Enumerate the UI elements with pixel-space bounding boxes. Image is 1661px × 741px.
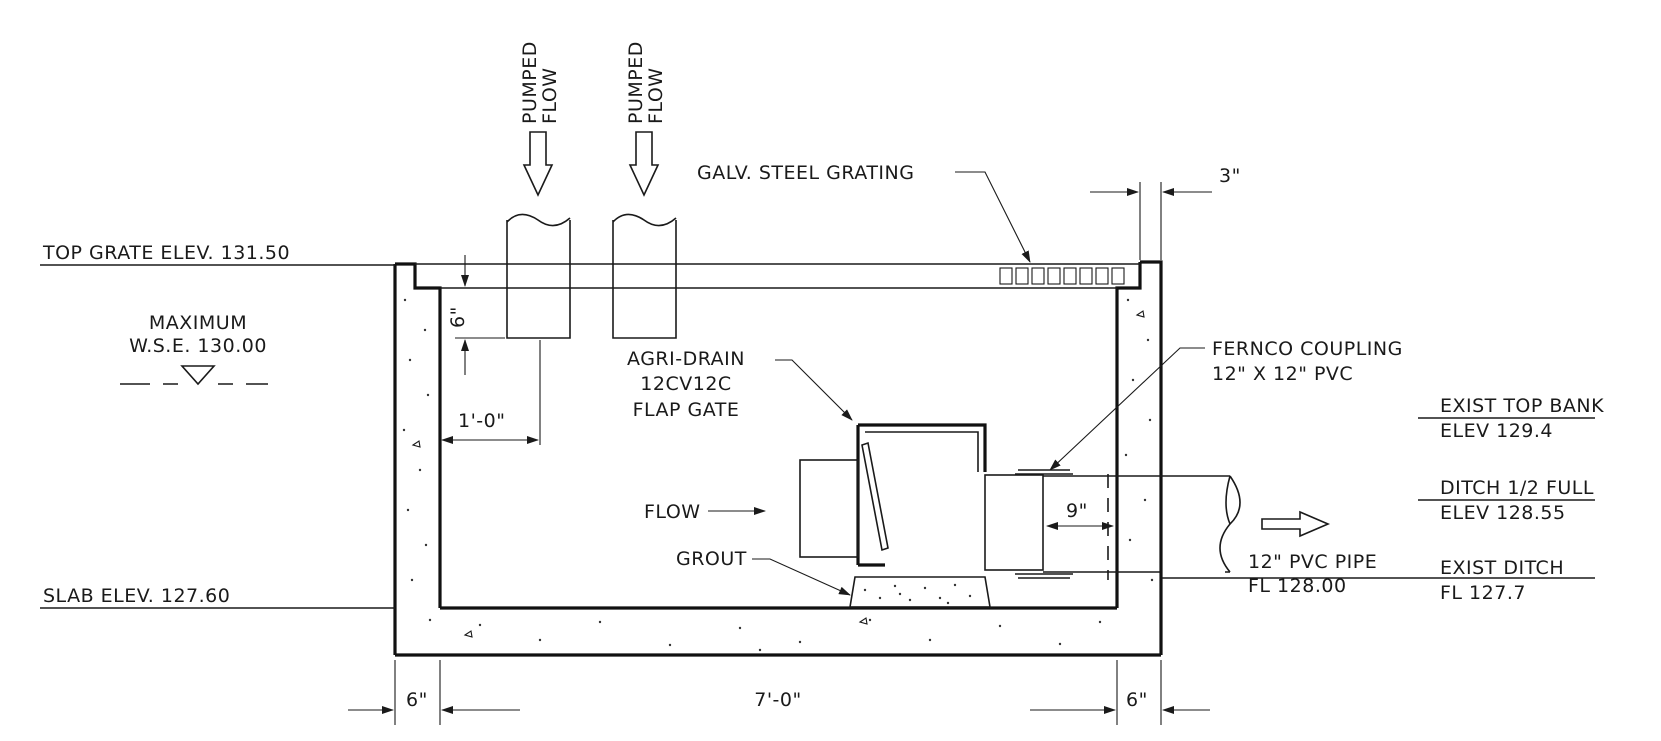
fernco-leader [1049, 347, 1205, 471]
agri-drain-label-2: 12CV12C [640, 373, 731, 395]
right-wall [1115, 260, 1163, 655]
pumped-pipe-2 [612, 131, 677, 339]
grout-pad [849, 576, 991, 608]
agri-drain-leader [775, 359, 853, 421]
grout-leader [752, 558, 851, 596]
pvc-pipe [1043, 474, 1241, 580]
concrete-stipple [402, 298, 1154, 652]
exist-top-bank-label-1: EXIST TOP BANK [1440, 395, 1604, 417]
pvc-pipe-label-2: FL 128.00 [1248, 575, 1347, 597]
dim-6in-right-label: 6" [1126, 689, 1148, 711]
dim-6in-vertical-label: 6" [447, 306, 469, 328]
dim-1ft [441, 340, 541, 445]
pumped-pipe-1 [506, 131, 571, 339]
flow-label: FLOW [644, 501, 701, 523]
exist-top-bank-label-2: ELEV 129.4 [1440, 420, 1553, 442]
dim-3in [1090, 182, 1212, 260]
dim-bottom [348, 660, 1210, 725]
ditch-half-label-2: ELEV 128.55 [1440, 502, 1566, 524]
grout-label: GROUT [676, 548, 747, 570]
exist-ditch-label-1: EXIST DITCH [1440, 557, 1564, 579]
max-wse-label-2: W.S.E. 130.00 [129, 335, 267, 357]
flow-arrow-outside [1261, 510, 1331, 538]
pvc-pipe-label-1: 12" PVC PIPE [1248, 551, 1377, 573]
left-wall [393, 262, 442, 655]
exist-ditch-label-2: FL 127.7 [1440, 582, 1526, 604]
dim-6in-left-label: 6" [406, 689, 428, 711]
ditch-half-label-1: DITCH 1/2 FULL [1440, 477, 1594, 499]
grating-leader [955, 171, 1031, 263]
dim-7ft-label: 7'-0" [754, 689, 802, 711]
dim-3in-label: 3" [1219, 165, 1241, 187]
top-grate-label: TOP GRATE ELEV. 131.50 [42, 242, 290, 264]
pumped-flow-1-label-1: PUMPED [519, 41, 541, 124]
fernco-coupling [1015, 469, 1073, 579]
pumped-flow-2-label-1: PUMPED [625, 41, 647, 124]
dim-6in-vertical [455, 255, 505, 375]
fernco-label-1: FERNCO COUPLING [1212, 338, 1403, 360]
pumped-flow-1-label-2: FLOW [539, 67, 561, 124]
pumped-flow-2-label-2: FLOW [645, 67, 667, 124]
floor-slab [395, 606, 1161, 657]
max-wse-label-1: MAXIMUM [149, 312, 247, 334]
agri-drain-label-3: FLAP GATE [633, 399, 740, 421]
slab-elev-label: SLAB ELEV. 127.60 [43, 585, 230, 607]
agri-drain-label-1: AGRI-DRAIN [627, 348, 745, 370]
water-surface-symbol [120, 365, 268, 386]
dim-9in-label: 9" [1066, 500, 1088, 522]
fernco-label-2: 12" X 12" PVC [1212, 363, 1353, 385]
grating-cells [999, 267, 1125, 285]
dim-1ft-label: 1'-0" [458, 410, 506, 432]
galv-grating-label: GALV. STEEL GRATING [697, 162, 914, 184]
flap-gate [799, 423, 1044, 571]
